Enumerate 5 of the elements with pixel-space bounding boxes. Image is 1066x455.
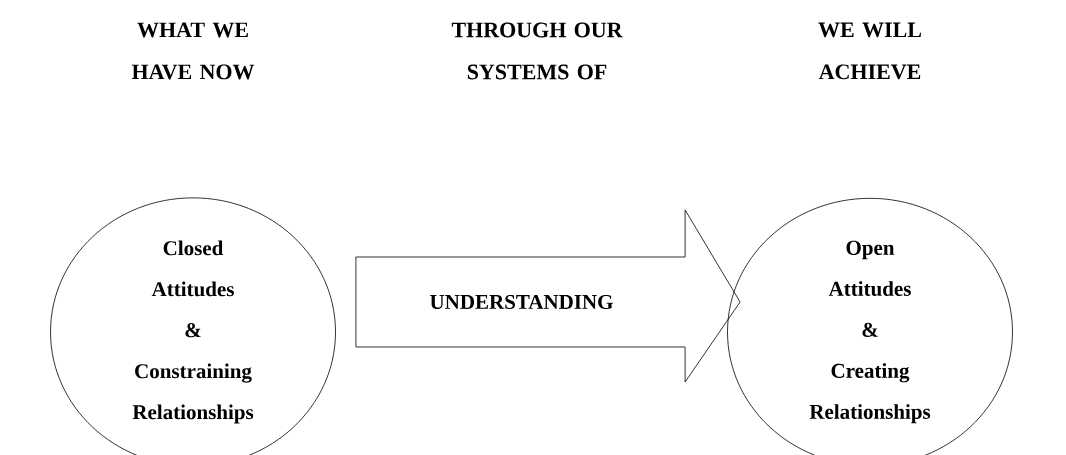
block-arrow xyxy=(355,209,741,383)
column-heading: WHAT WE HAVE NOW xyxy=(131,22,255,80)
edge-label: UNDERSTANDING xyxy=(430,294,613,310)
column-heading: THROUGH OUR SYSTEMS OF xyxy=(451,22,623,80)
column-heading: WE WILL ACHIEVE xyxy=(818,22,921,80)
